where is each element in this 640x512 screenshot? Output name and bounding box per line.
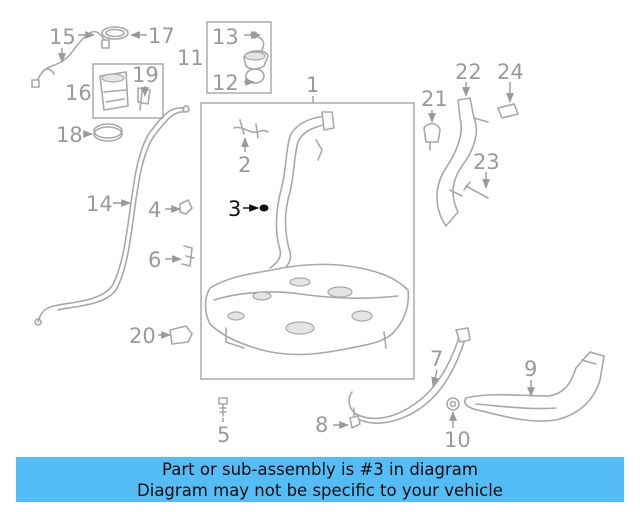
label-2: 2: [238, 153, 251, 177]
caption-line-1: Part or sub-assembly is #3 in diagram: [162, 460, 478, 479]
part-4-clip: [179, 199, 193, 215]
label-21: 21: [421, 87, 448, 111]
label-4: 4: [148, 198, 161, 222]
label-16: 16: [65, 81, 92, 105]
label-22: 22: [455, 60, 482, 84]
label-7: 7: [430, 347, 443, 371]
part-15-harness: [31, 30, 110, 88]
caption-banner: Part or sub-assembly is #3 in diagram Di…: [16, 457, 624, 502]
label-6: 6: [148, 248, 161, 272]
label-9: 9: [524, 357, 537, 381]
part-10-nut: [446, 397, 460, 411]
part-24-clip: [497, 103, 519, 119]
label-1: 1: [306, 73, 319, 97]
label-23: 23: [473, 150, 500, 174]
label-24: 24: [497, 60, 524, 84]
part-3-grommet: [259, 204, 269, 212]
label-12: 12: [212, 71, 239, 95]
parts-diagram: 15 17 11 13 12 16 19 18 14 4 6 20 1 2 3 …: [31, 21, 605, 452]
leader-lines: [58, 31, 535, 429]
part-2-harness: [233, 119, 269, 139]
part-14-vapor-line: [34, 105, 190, 326]
label-20: 20: [129, 324, 156, 348]
part-22-filler-pipe: [436, 97, 489, 227]
part-23-bolt: [463, 181, 489, 199]
label-11: 11: [177, 46, 204, 70]
cap-group-frame: [206, 21, 272, 94]
part-20-connector: [169, 325, 193, 345]
part-5-bolt: [218, 397, 228, 417]
label-19: 19: [132, 63, 159, 87]
part-9-shield: [463, 351, 605, 422]
label-10: 10: [444, 428, 471, 452]
part-8-bolt: [349, 407, 361, 429]
part-21-valve: [423, 122, 441, 151]
label-13: 13: [212, 25, 239, 49]
part-7-strap: [348, 327, 471, 424]
label-14: 14: [86, 192, 113, 216]
label-17: 17: [148, 24, 175, 48]
label-5: 5: [217, 423, 230, 447]
part-16-fuel-pump: [99, 71, 129, 111]
pump-group-frame: [92, 63, 164, 119]
part-12-filler-cap: [243, 50, 269, 84]
part-6-bracket: [181, 245, 195, 267]
callout-labels: 15 17 11 13 12 16 19 18 14 4 6 20 1 2 3 …: [49, 24, 537, 452]
label-18: 18: [56, 123, 83, 147]
part-19-sender: [137, 87, 151, 111]
fuel-tank-group-frame: [200, 102, 415, 380]
part-17-seal-ring: [101, 26, 129, 40]
label-3: 3: [228, 197, 241, 221]
caption-line-2: Diagram may not be specific to your vehi…: [137, 481, 503, 500]
label-15: 15: [49, 25, 76, 49]
part-1-fuel-tank: [204, 111, 410, 356]
part-18-lock-ring: [93, 123, 123, 142]
label-8: 8: [315, 413, 328, 437]
